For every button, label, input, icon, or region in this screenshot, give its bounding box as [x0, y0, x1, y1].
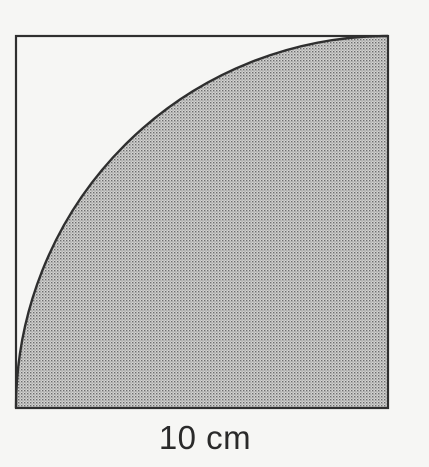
arc-boundary: [14, 34, 389, 409]
side-length-label: 10 cm: [158, 419, 252, 456]
square-outline: [14, 34, 390, 410]
shaded-quarter-circle: [16, 36, 388, 408]
